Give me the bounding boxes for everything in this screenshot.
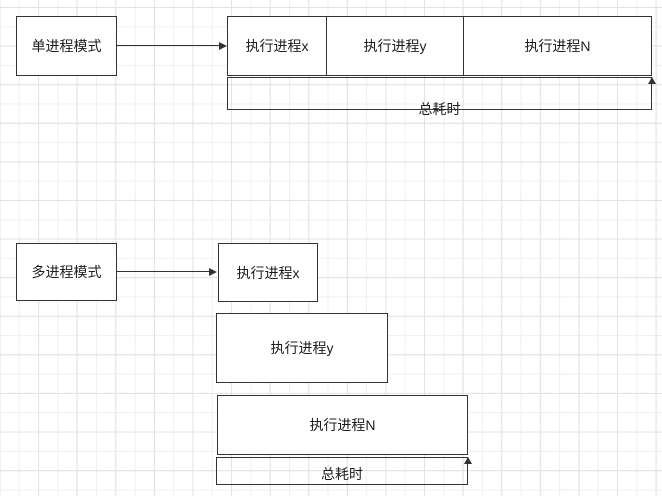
multi-total-time-bracket[interactable]: 总耗时 [216,457,472,485]
multi-proc-y-label: 执行进程y [270,340,334,356]
connector-line [117,271,211,273]
multi-proc-n-box[interactable]: 执行进程N [217,395,468,455]
single-proc-y-label: 执行进程y [363,38,427,54]
multi-proc-x-label: 执行进程x [236,264,300,281]
multi-proc-x-box[interactable]: 执行进程x [218,243,318,302]
single-proc-x-label: 执行进程x [245,38,309,54]
arrowhead-up-icon [648,77,656,84]
arrowhead-up-icon [464,457,472,464]
arrowhead-right-icon [209,267,217,276]
single-total-time-bracket[interactable]: 总耗时 [227,77,656,117]
single-proc-n-box[interactable]: 执行进程N [463,17,651,75]
arrowhead-right-icon [219,41,227,50]
single-proc-x-box[interactable]: 执行进程x [228,17,326,75]
single-process-mode-box[interactable]: 单进程模式 [16,16,117,76]
multi-proc-y-box[interactable]: 执行进程y [216,313,388,383]
multi-process-mode-label: 多进程模式 [31,264,102,280]
single-proc-y-box[interactable]: 执行进程y [326,17,463,75]
single-proc-n-label: 执行进程N [524,38,591,54]
single-process-sequence-row: 执行进程x 执行进程y 执行进程N [227,16,652,76]
single-total-time-label: 总耗时 [418,101,461,117]
multi-total-time-label: 总耗时 [321,465,363,482]
connector-line [117,45,221,47]
multi-process-mode-box[interactable]: 多进程模式 [16,243,117,301]
single-process-mode-label: 单进程模式 [31,38,102,54]
multi-proc-n-label: 执行进程N [309,417,376,433]
